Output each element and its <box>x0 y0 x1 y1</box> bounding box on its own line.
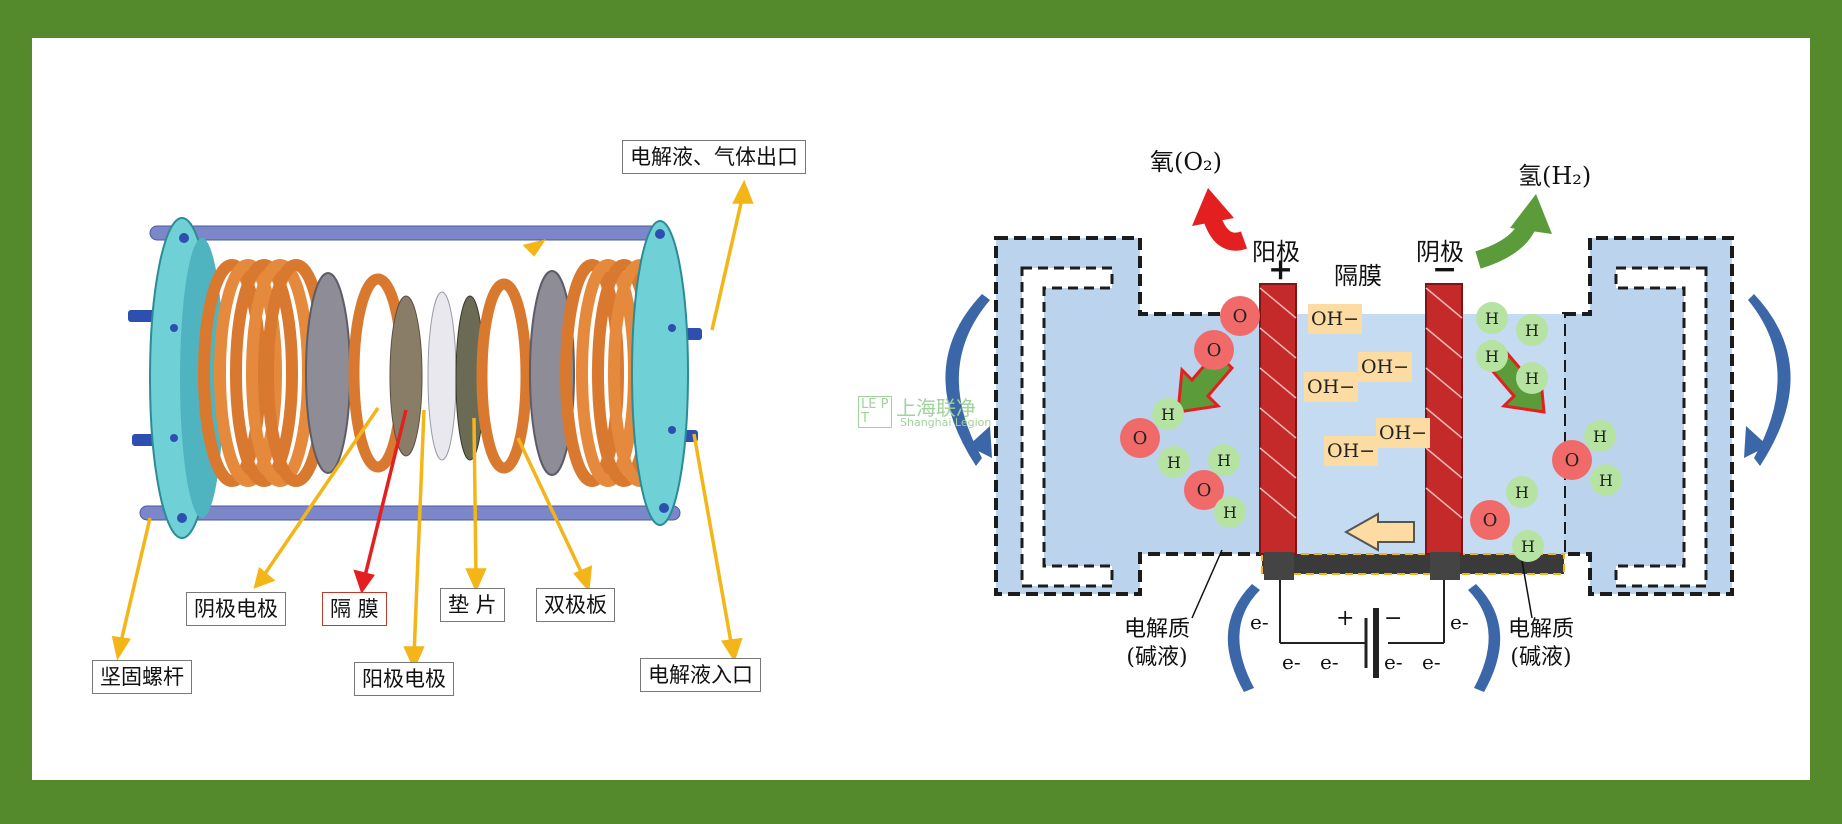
hydroxide-ion: OH− <box>1304 372 1359 402</box>
hydrogen-atom: H <box>1516 362 1548 394</box>
oxygen-atom: O <box>1220 296 1260 336</box>
electrolyte-left-line1: 电解质 <box>1124 617 1191 642</box>
electron-label: e- <box>1282 650 1301 674</box>
watermark-brand-en: Shanghai Legion <box>900 416 992 429</box>
electrolyte-left-label: 电解质 (碱液) <box>1124 616 1190 672</box>
label-bipolar-plate: 双极板 <box>536 588 615 622</box>
watermark-mark: LE PT <box>858 396 892 428</box>
electron-label: e- <box>1250 610 1269 634</box>
oxygen-atom: O <box>1470 500 1510 540</box>
hydrogen-atom: H <box>1158 446 1190 478</box>
label-gasket: 垫 片 <box>440 588 505 622</box>
electrolyte-right-line2: (碱液) <box>1510 645 1572 670</box>
electron-label: e- <box>1320 650 1339 674</box>
pointer-arrows <box>111 179 754 671</box>
electrolyte-left-line2: (碱液) <box>1126 645 1188 670</box>
hydrogen-atom: H <box>1512 530 1544 562</box>
hydrogen-atom: H <box>1584 420 1616 452</box>
electrolyzer-assembly-drawing <box>111 179 1791 692</box>
label-anode-electrode: 阳极电极 <box>354 662 454 696</box>
label-cathode: 阴极 <box>1416 238 1464 266</box>
left-plate-stack <box>198 259 351 487</box>
label-electrolyte-inlet: 电解液入口 <box>640 658 761 692</box>
hydrogen-atom: H <box>1476 302 1508 334</box>
electrolyte-right-line1: 电解质 <box>1508 617 1575 642</box>
electron-label: e- <box>1384 650 1403 674</box>
label-membrane: 隔膜 <box>1334 262 1382 290</box>
left-flange <box>149 217 224 539</box>
label-tie-rod: 坚固螺杆 <box>92 660 192 694</box>
cathode-minus-sign: − <box>1432 252 1458 287</box>
label-anode: 阳极 <box>1252 238 1300 266</box>
electrodes <box>1259 283 1463 580</box>
hydroxide-ion: OH− <box>1308 304 1363 334</box>
battery-plus: + <box>1336 606 1355 631</box>
oxygen-atom: O <box>1120 418 1160 458</box>
hydrogen-atom: H <box>1208 444 1240 476</box>
hydrogen-outflow-arrow <box>1475 194 1552 269</box>
hydroxide-ion: OH− <box>1358 352 1413 382</box>
hydroxide-ion: OH− <box>1324 436 1379 466</box>
hydrogen-atom: H <box>1506 476 1538 508</box>
hydroxide-ion: OH− <box>1376 418 1431 448</box>
external-circuit <box>1279 580 1445 678</box>
battery-minus: − <box>1384 606 1403 631</box>
hydrogen-atom: H <box>1152 398 1184 430</box>
circulation-arrows <box>945 294 1791 692</box>
diagram-panel: 电解液、气体出口 阴极电极 隔 膜 垫 片 双极板 坚固螺杆 阳极电极 电解液入… <box>32 38 1810 780</box>
separator-pointer-arrow <box>353 409 408 594</box>
anode-plus-sign: + <box>1268 252 1294 287</box>
oxygen-atom: O <box>1552 440 1592 480</box>
right-flange <box>631 220 689 526</box>
electrolyte-right-label: 电解质 (碱液) <box>1508 616 1574 672</box>
label-cathode-electrode: 阴极电极 <box>186 592 286 626</box>
oxygen-outflow-arrow <box>1192 188 1248 251</box>
oxygen-atom: O <box>1194 330 1234 370</box>
hydrogen-atom: H <box>1214 496 1246 528</box>
electron-label: e- <box>1422 650 1441 674</box>
hydrogen-atom: H <box>1516 314 1548 346</box>
hydrogen-atom: H <box>1476 340 1508 372</box>
label-oxygen: 氧(O₂) <box>1150 148 1223 176</box>
electron-label: e- <box>1450 610 1469 634</box>
center-components <box>348 270 575 476</box>
label-separator: 隔 膜 <box>322 592 387 626</box>
hydrogen-atom: H <box>1590 464 1622 496</box>
watermark-brand-cn: 上海联净 <box>896 396 976 420</box>
label-electrolyte-gas-outlet: 电解液、气体出口 <box>622 140 806 174</box>
oxygen-atom: O <box>1184 470 1224 510</box>
label-hydrogen: 氢(H₂) <box>1518 162 1592 190</box>
